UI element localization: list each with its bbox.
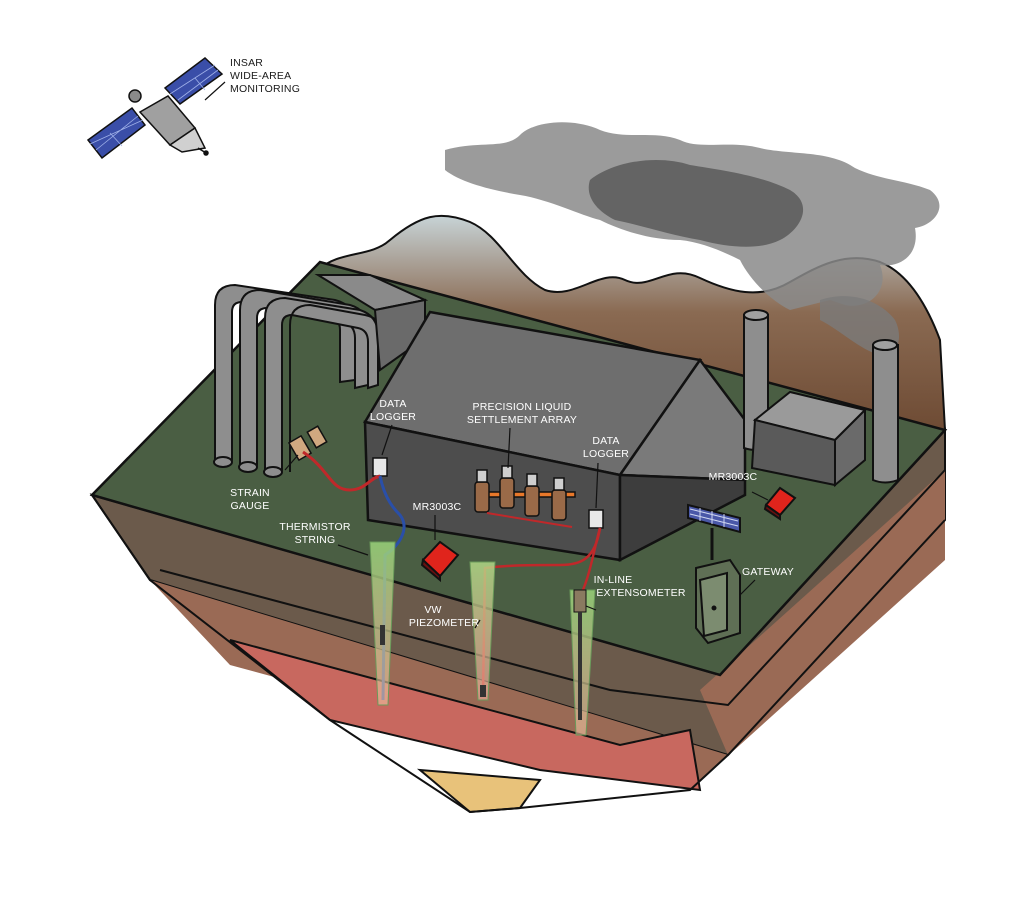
settlement-array [474, 465, 576, 521]
vw-line2: PIEZOMETER [409, 617, 479, 629]
label-data-logger-left: DATA LOGGER [370, 398, 416, 423]
label-thermistor: THERMISTOR STRING [279, 521, 350, 546]
extensometer-line2: EXTENSOMETER [596, 587, 686, 599]
plsa-line1: PRECISION LIQUID [473, 401, 572, 413]
data-logger-right-box [588, 509, 604, 529]
label-mr3003c-left: MR3003C [413, 501, 462, 513]
data-logger-left-box [372, 457, 388, 477]
label-strain-gauge: STRAIN GAUGE [230, 487, 270, 512]
strain-gauge-line1: STRAIN [230, 487, 270, 499]
data-logger-left-line2: LOGGER [370, 411, 416, 423]
small-building-left [314, 274, 429, 372]
cable-red-strain [302, 450, 381, 492]
thermistor-borehole [369, 541, 396, 706]
label-insar: INSAR WIDE-AREA MONITORING [230, 57, 300, 95]
data-logger-left-line1: DATA [379, 398, 406, 410]
insar-line2: WIDE-AREA [230, 70, 291, 82]
label-mr3003c-right: MR3003C [709, 471, 758, 483]
gateway-unit [687, 503, 741, 645]
thermistor-line2: STRING [295, 534, 336, 546]
soil-layer-2 [150, 470, 945, 790]
extensometer-line1: IN-LINE [594, 574, 633, 586]
piezometer-borehole [469, 561, 496, 701]
extensometer-borehole [569, 589, 596, 736]
main-building [363, 310, 747, 563]
plsa-line2: SETTLEMENT ARRAY [467, 414, 577, 426]
label-data-logger-right: DATA LOGGER [583, 435, 629, 460]
smoke-plume [445, 122, 940, 356]
label-gateway: GATEWAY [742, 566, 794, 578]
vw-line1: VW [424, 604, 441, 616]
leader-lines [204, 81, 769, 629]
mr3003c-sensor-right [763, 486, 797, 521]
thermistor-line1: THERMISTOR [279, 521, 350, 533]
cable-red-logger [481, 527, 602, 696]
satellite-icon [86, 57, 224, 160]
strain-gauge-line2: GAUGE [231, 500, 270, 512]
label-extensometer: IN-LINE EXTENSOMETER [594, 574, 686, 599]
pipe-bank [213, 283, 381, 478]
mr3003c-sensor-left [420, 540, 460, 583]
insar-line1: INSAR [230, 57, 263, 69]
label-plsa: PRECISION LIQUID SETTLEMENT ARRAY [467, 401, 577, 426]
cable-red-extensometer [580, 527, 602, 593]
data-logger-right-line1: DATA [592, 435, 619, 447]
data-logger-right-line2: LOGGER [583, 448, 629, 460]
label-vw-piezometer: VW PIEZOMETER [409, 604, 479, 629]
small-building-right [750, 390, 867, 488]
insar-line3: MONITORING [230, 83, 300, 95]
